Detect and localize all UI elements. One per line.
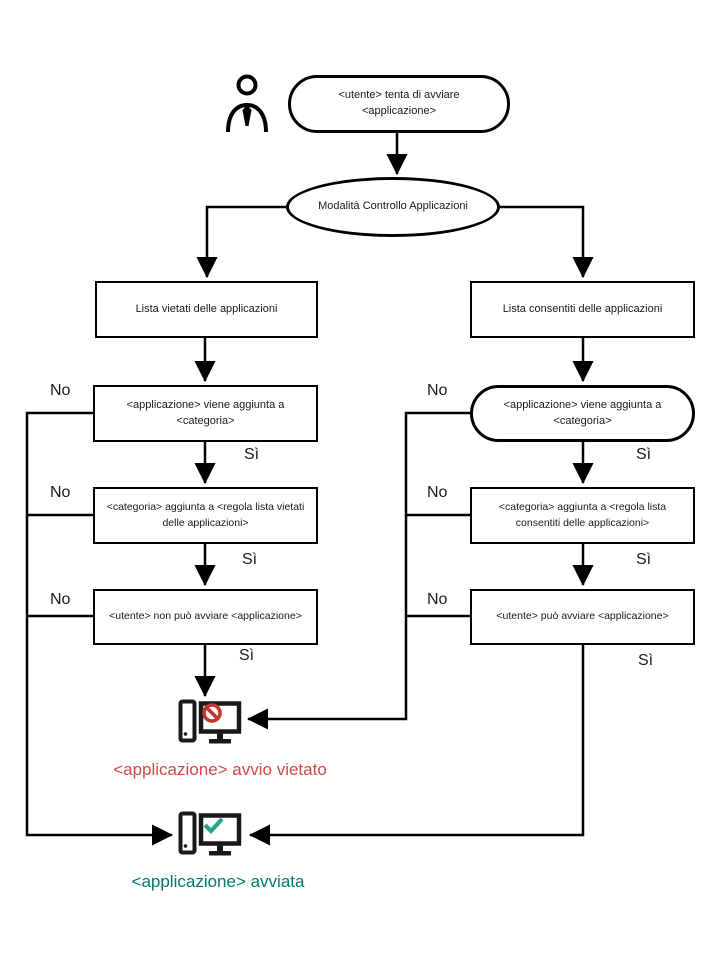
- node-deny-category-label: <applicazione> viene aggiunta a <categor…: [126, 398, 285, 427]
- node-allow-category-label: <applicazione> viene aggiunta a <categor…: [503, 398, 662, 427]
- branch-no-deny-user: No: [50, 591, 71, 608]
- node-deny-rule-label: <categoria> aggiunta a <regola lista vie…: [106, 501, 305, 529]
- node-allow-user: <utente> può avviare <applicazione>: [470, 589, 695, 645]
- node-allow-category: <applicazione> viene aggiunta a <categor…: [470, 385, 695, 442]
- node-start: <utente> tenta di avviare <applicazione>: [288, 75, 510, 133]
- branch-yes-deny-category: Sì: [244, 446, 260, 463]
- branch-yes-deny-user: Sì: [239, 647, 255, 664]
- node-allowlist: Lista consentiti delle applicazioni: [470, 281, 695, 338]
- node-denylist: Lista vietati delle applicazioni: [95, 281, 318, 338]
- branch-no-deny-category: No: [50, 382, 71, 399]
- branch-yes-allow-rule: Sì: [636, 551, 652, 568]
- computer-check-icon: [178, 811, 242, 861]
- node-allowlist-label: Lista consentiti delle applicazioni: [502, 302, 663, 315]
- node-denylist-label: Lista vietati delle applicazioni: [135, 302, 278, 315]
- blocked-outcome-label: <applicazione> avvio vietato: [113, 760, 327, 779]
- node-allow-rule-label: <categoria> aggiunta a <regola lista con…: [498, 501, 667, 529]
- branch-no-deny-rule: No: [50, 484, 71, 501]
- node-deny-user-label: <utente> non può avviare <applicazione>: [109, 610, 302, 623]
- branch-no-allow-user: No: [427, 591, 448, 608]
- node-deny-user: <utente> non può avviare <applicazione>: [93, 589, 318, 645]
- node-allow-rule: <categoria> aggiunta a <regola lista con…: [470, 487, 695, 544]
- node-deny-category: <applicazione> viene aggiunta a <categor…: [93, 385, 318, 442]
- branch-no-allow-category: No: [427, 382, 448, 399]
- branch-yes-deny-rule: Sì: [242, 551, 258, 568]
- node-mode-label: Modalità Controllo Applicazioni: [318, 200, 468, 213]
- computer-blocked-icon: [178, 699, 242, 749]
- user-icon: [224, 74, 270, 132]
- node-deny-rule: <categoria> aggiunta a <regola lista vie…: [93, 487, 318, 544]
- node-allow-user-label: <utente> può avviare <applicazione>: [496, 610, 669, 623]
- node-mode: Modalità Controllo Applicazioni: [286, 177, 500, 237]
- branch-yes-allow-category: Sì: [636, 446, 652, 463]
- started-outcome-label: <applicazione> avviata: [131, 872, 305, 891]
- branch-yes-allow-user: Sì: [638, 652, 654, 669]
- node-start-label: <utente> tenta di avviare <applicazione>: [338, 89, 460, 117]
- branch-no-allow-rule: No: [427, 484, 448, 501]
